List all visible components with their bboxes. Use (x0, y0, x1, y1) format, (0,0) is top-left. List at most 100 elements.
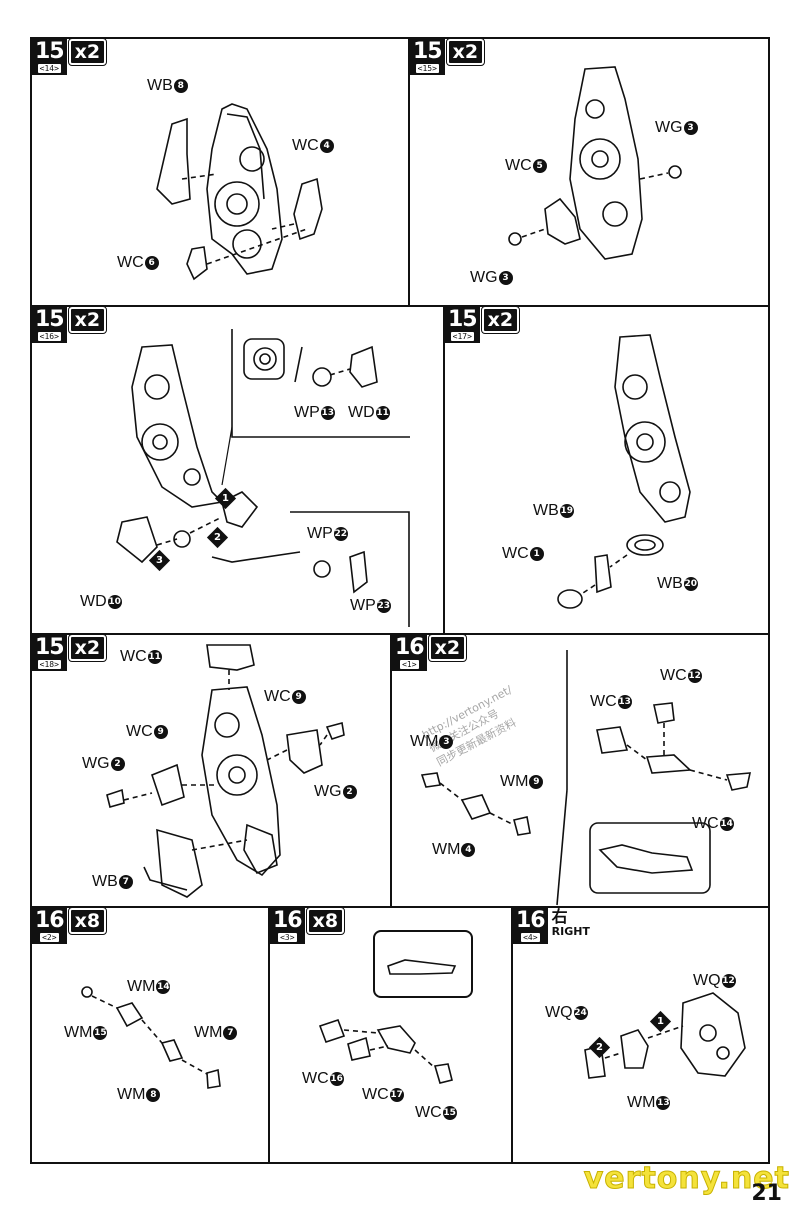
quantity-badge: x2 (445, 38, 486, 66)
step-number: 16 (273, 908, 303, 933)
step-header: 16 <1> x2 (392, 634, 468, 671)
order-marker: 1 (649, 1010, 672, 1033)
part-drawing (508, 66, 682, 260)
substep-number: <16> (37, 332, 61, 341)
part-drawing (81, 986, 221, 1089)
quantity-badge: x8 (305, 907, 346, 935)
part-drawing (156, 103, 323, 281)
step-number-box: 15 <16> (32, 307, 67, 343)
step-number: 15 (413, 39, 443, 64)
panel-step-16-1: 16 <1> x2 http://vertony.net/ 微信关 (390, 633, 770, 908)
step-number-box: 15 <17> (445, 307, 480, 343)
step-header: 16 <2> x8 (32, 907, 108, 944)
step-number-box: 15 <18> (32, 635, 67, 671)
step-number-box: 16 <1> (392, 635, 427, 671)
step-number: 15 (35, 307, 65, 332)
substep-number: <2> (40, 933, 59, 942)
quantity-badge: x2 (480, 306, 521, 334)
quantity-badge: x2 (67, 634, 108, 662)
part-drawing (318, 959, 457, 1084)
substep-number: <15> (415, 64, 439, 73)
step-header: 16 <4> 右 RIGHT (513, 908, 590, 944)
part-drawing (116, 329, 410, 627)
substep-number: <18> (37, 660, 61, 669)
order-marker: 2 (206, 526, 229, 549)
quantity-badge: x2 (67, 38, 108, 66)
quantity-badge: x2 (67, 306, 108, 334)
panel-step-15-16: 15 <16> x2 1 2 3 (30, 305, 445, 635)
part-drawing (106, 644, 345, 898)
step-number-box: 15 <15> (410, 39, 445, 75)
step-number: 15 (448, 307, 478, 332)
step-header: 15 <14> x2 (32, 38, 108, 75)
substep-number: <4> (521, 933, 540, 942)
step-number-box: 16 <4> (513, 908, 548, 944)
step-number: 16 (395, 635, 425, 660)
step-number: 15 (35, 39, 65, 64)
order-marker: 2 (588, 1036, 611, 1059)
step-number: 15 (35, 635, 65, 660)
step-header: 15 <17> x2 (445, 306, 521, 343)
reference-inset (373, 930, 473, 998)
side-text: RIGHT (551, 925, 590, 938)
quantity-badge: x8 (67, 907, 108, 935)
step-number-box: 16 <3> (270, 908, 305, 944)
part-drawing (420, 650, 752, 906)
step-header: 16 <3> x8 (270, 907, 346, 944)
step-header: 15 <16> x2 (32, 306, 108, 343)
order-marker: 1 (214, 487, 237, 510)
step-header: 15 <15> x2 (410, 38, 486, 75)
brand-watermark: vertony.net (583, 1161, 790, 1197)
part-drawing (584, 992, 746, 1079)
step-number: 16 (516, 908, 546, 933)
order-marker: 3 (148, 549, 171, 572)
step-number-box: 15 <14> (32, 39, 67, 75)
side-indicator: 右 RIGHT (552, 908, 590, 938)
substep-number: <14> (37, 64, 61, 73)
substep-number: <3> (278, 933, 297, 942)
step-number-box: 16 <2> (32, 908, 67, 944)
step-number: 16 (35, 908, 65, 933)
part-drawing (557, 334, 691, 609)
